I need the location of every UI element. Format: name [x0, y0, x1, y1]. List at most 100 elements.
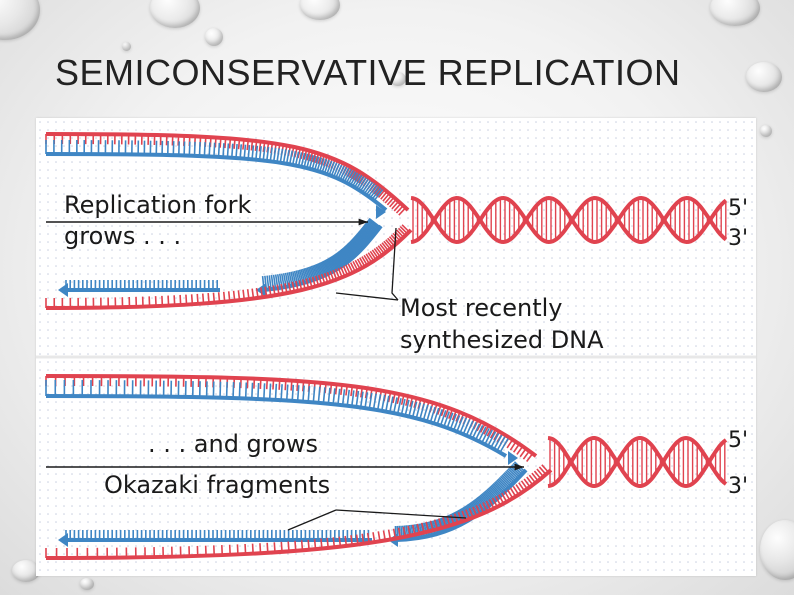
top-panel-diagram [45, 132, 728, 310]
top-lagging-fragment-2-base-tick [317, 263, 325, 277]
top-new-upper-base-tick [213, 142, 216, 157]
top-lagging-fragment-2-base-tick [351, 238, 363, 250]
top-lagging-fragment-2-base-tick [347, 242, 359, 254]
top-parental-lower-backbone [45, 228, 413, 310]
bottom-new-upper-backbone [45, 394, 508, 458]
bottom-parental-upper-backbone [45, 374, 538, 458]
top-lagging-fragment-2-base-tick [300, 269, 306, 284]
bottom-panel-diagram [45, 374, 728, 560]
bottom-new-upper-base-tick [446, 412, 454, 429]
bottom-new-upper-base-tick [389, 396, 394, 413]
top-lagging-fragment-2-base-tick [276, 274, 281, 289]
top-lagging-fragment-2-base-tick [346, 243, 358, 255]
top-new-upper-base-tick [335, 164, 343, 179]
bottom-new-upper-base-tick [419, 403, 425, 420]
top-lagging-fragment-2-base-tick [335, 252, 346, 265]
bottom-new-upper-base-tick [396, 398, 402, 415]
top-lagging-fragment-2-base-tick [364, 222, 377, 233]
top-helix-strand-a [410, 195, 728, 245]
top-new-upper-base-tick [243, 144, 247, 159]
top-new-upper-base-tick [345, 170, 354, 184]
bottom-new-upper-base-tick [456, 416, 464, 432]
bottom-lagging-fragment-2-base-tick [427, 521, 433, 536]
top-new-upper-base-tick [318, 158, 325, 172]
top-lagging-fragment-2-base-tick [349, 240, 361, 252]
bottom-new-upper-base-tick [452, 415, 461, 431]
top-lagging-fragment-2-base-tick [280, 273, 285, 288]
bottom-lagging-fragment-2-base-tick [497, 478, 509, 490]
and-grows-label: . . . and grows [148, 430, 318, 458]
bottom-lagging-fragment-2-base-tick [504, 470, 517, 482]
top-new-upper-base-tick [208, 142, 211, 157]
top-lagging-fragment-2-base-tick [325, 259, 334, 273]
top-lagging-fragment-2-base-tick [337, 251, 348, 264]
bottom-new-upper-base-tick [244, 382, 248, 399]
bottom-new-upper-base-tick [257, 382, 260, 400]
bottom-new-upper-base-tick [341, 389, 346, 406]
top-lagging-fragment-2-base-tick [343, 246, 355, 258]
top-new-upper-base-tick [303, 153, 309, 168]
top-new-upper-base-tick [353, 174, 363, 188]
bottom-new-upper-base-tick [408, 400, 414, 417]
top-lagging-fragment-2-base-tick [339, 249, 350, 262]
bottom-new-upper-base-tick [487, 431, 497, 447]
water-droplet [12, 560, 40, 582]
top-lagging-fragment-2-base-tick [359, 228, 372, 240]
five-prime-end-label: 5' [728, 196, 749, 221]
bottom-lagging-fragment-2-base-tick [480, 493, 491, 506]
top-new-upper-base-tick [222, 143, 225, 158]
top-lagging-fragment-2-base-tick [309, 266, 316, 280]
top-new-upper-base-tick [361, 180, 372, 193]
top-lagging-fragment-2-base-tick [344, 245, 356, 257]
bottom-new-upper-base-tick [317, 386, 321, 403]
water-droplet [746, 62, 782, 92]
bottom-new-upper-base-tick [490, 433, 500, 448]
top-new-upper-base-tick [251, 145, 255, 160]
bottom-new-upper-base-tick [481, 428, 490, 444]
top-lagging-fragment-2-base-tick [268, 275, 272, 290]
bottom-lagging-fragment-2-base-tick [434, 519, 441, 534]
bottom-new-upper-base-tick [475, 424, 484, 441]
water-droplet [150, 0, 200, 28]
water-droplet [710, 0, 760, 26]
bottom-lagging-fragment-2-base-tick [506, 469, 518, 481]
top-new-upper-base-tick [330, 162, 338, 177]
top-lagging-fragment-2-base-tick [362, 225, 375, 237]
bottom-lagging-fragment-2-base-tick [491, 484, 503, 496]
bottom-new-upper-base-tick [426, 405, 433, 422]
water-droplet [760, 520, 794, 580]
bottom-new-upper-base-tick [327, 387, 331, 404]
bottom-lagging-fragment-2-base-tick [470, 501, 480, 515]
bottom-new-upper-base-tick [368, 392, 373, 409]
top-lagging-fragment-2-base-tick [340, 249, 351, 261]
top-new-upper-base-tick [328, 161, 336, 176]
top-lagging-fragment-2-base-tick [319, 261, 328, 276]
top-lagging-fragment-2-base-tick [367, 219, 380, 230]
bottom-new-upper-base-tick [443, 411, 451, 427]
water-droplet [390, 72, 406, 86]
top-lagging-fragment-2-base-tick [297, 269, 303, 284]
top-lagging-fragment-2-base-tick [362, 224, 375, 235]
top-new-upper-base-tick [279, 148, 284, 163]
bottom-lagging-fragment-2-base-tick [476, 497, 486, 510]
top-new-upper-base-tick [255, 145, 259, 160]
top-lagging-fragment-2-base-tick [320, 261, 329, 275]
top-lagging-fragment-2-base-tick [359, 229, 371, 241]
top-lagging-fragment-2-base-tick [324, 259, 333, 273]
bottom-lagging-fragment-2-base-tick [492, 482, 504, 495]
bottom-lagging-fragment-2-base-tick [508, 466, 520, 478]
top-lagging-fragment-2-base-tick [293, 270, 299, 285]
top-lagging-fragment-2-base-tick [312, 265, 319, 279]
bottom-new-upper-base-tick [392, 397, 398, 414]
top-lagging-fragment-2-base-tick [347, 242, 358, 255]
top-new-upper-base-tick [269, 147, 273, 162]
bottom-new-upper-base-tick [372, 393, 377, 410]
bottom-new-upper-base-tick [280, 384, 283, 401]
bottom-lagging-fragment-2-base-tick [496, 479, 508, 491]
top-new-upper-base-tick [347, 171, 357, 185]
top-new-upper-base-tick [291, 150, 297, 166]
bottom-new-upper-base-tick [291, 384, 295, 401]
bottom-lagging-fragment-2-base-tick [484, 490, 495, 503]
top-lagging-fragment-2-base-tick [284, 272, 289, 287]
water-droplet [300, 0, 340, 20]
